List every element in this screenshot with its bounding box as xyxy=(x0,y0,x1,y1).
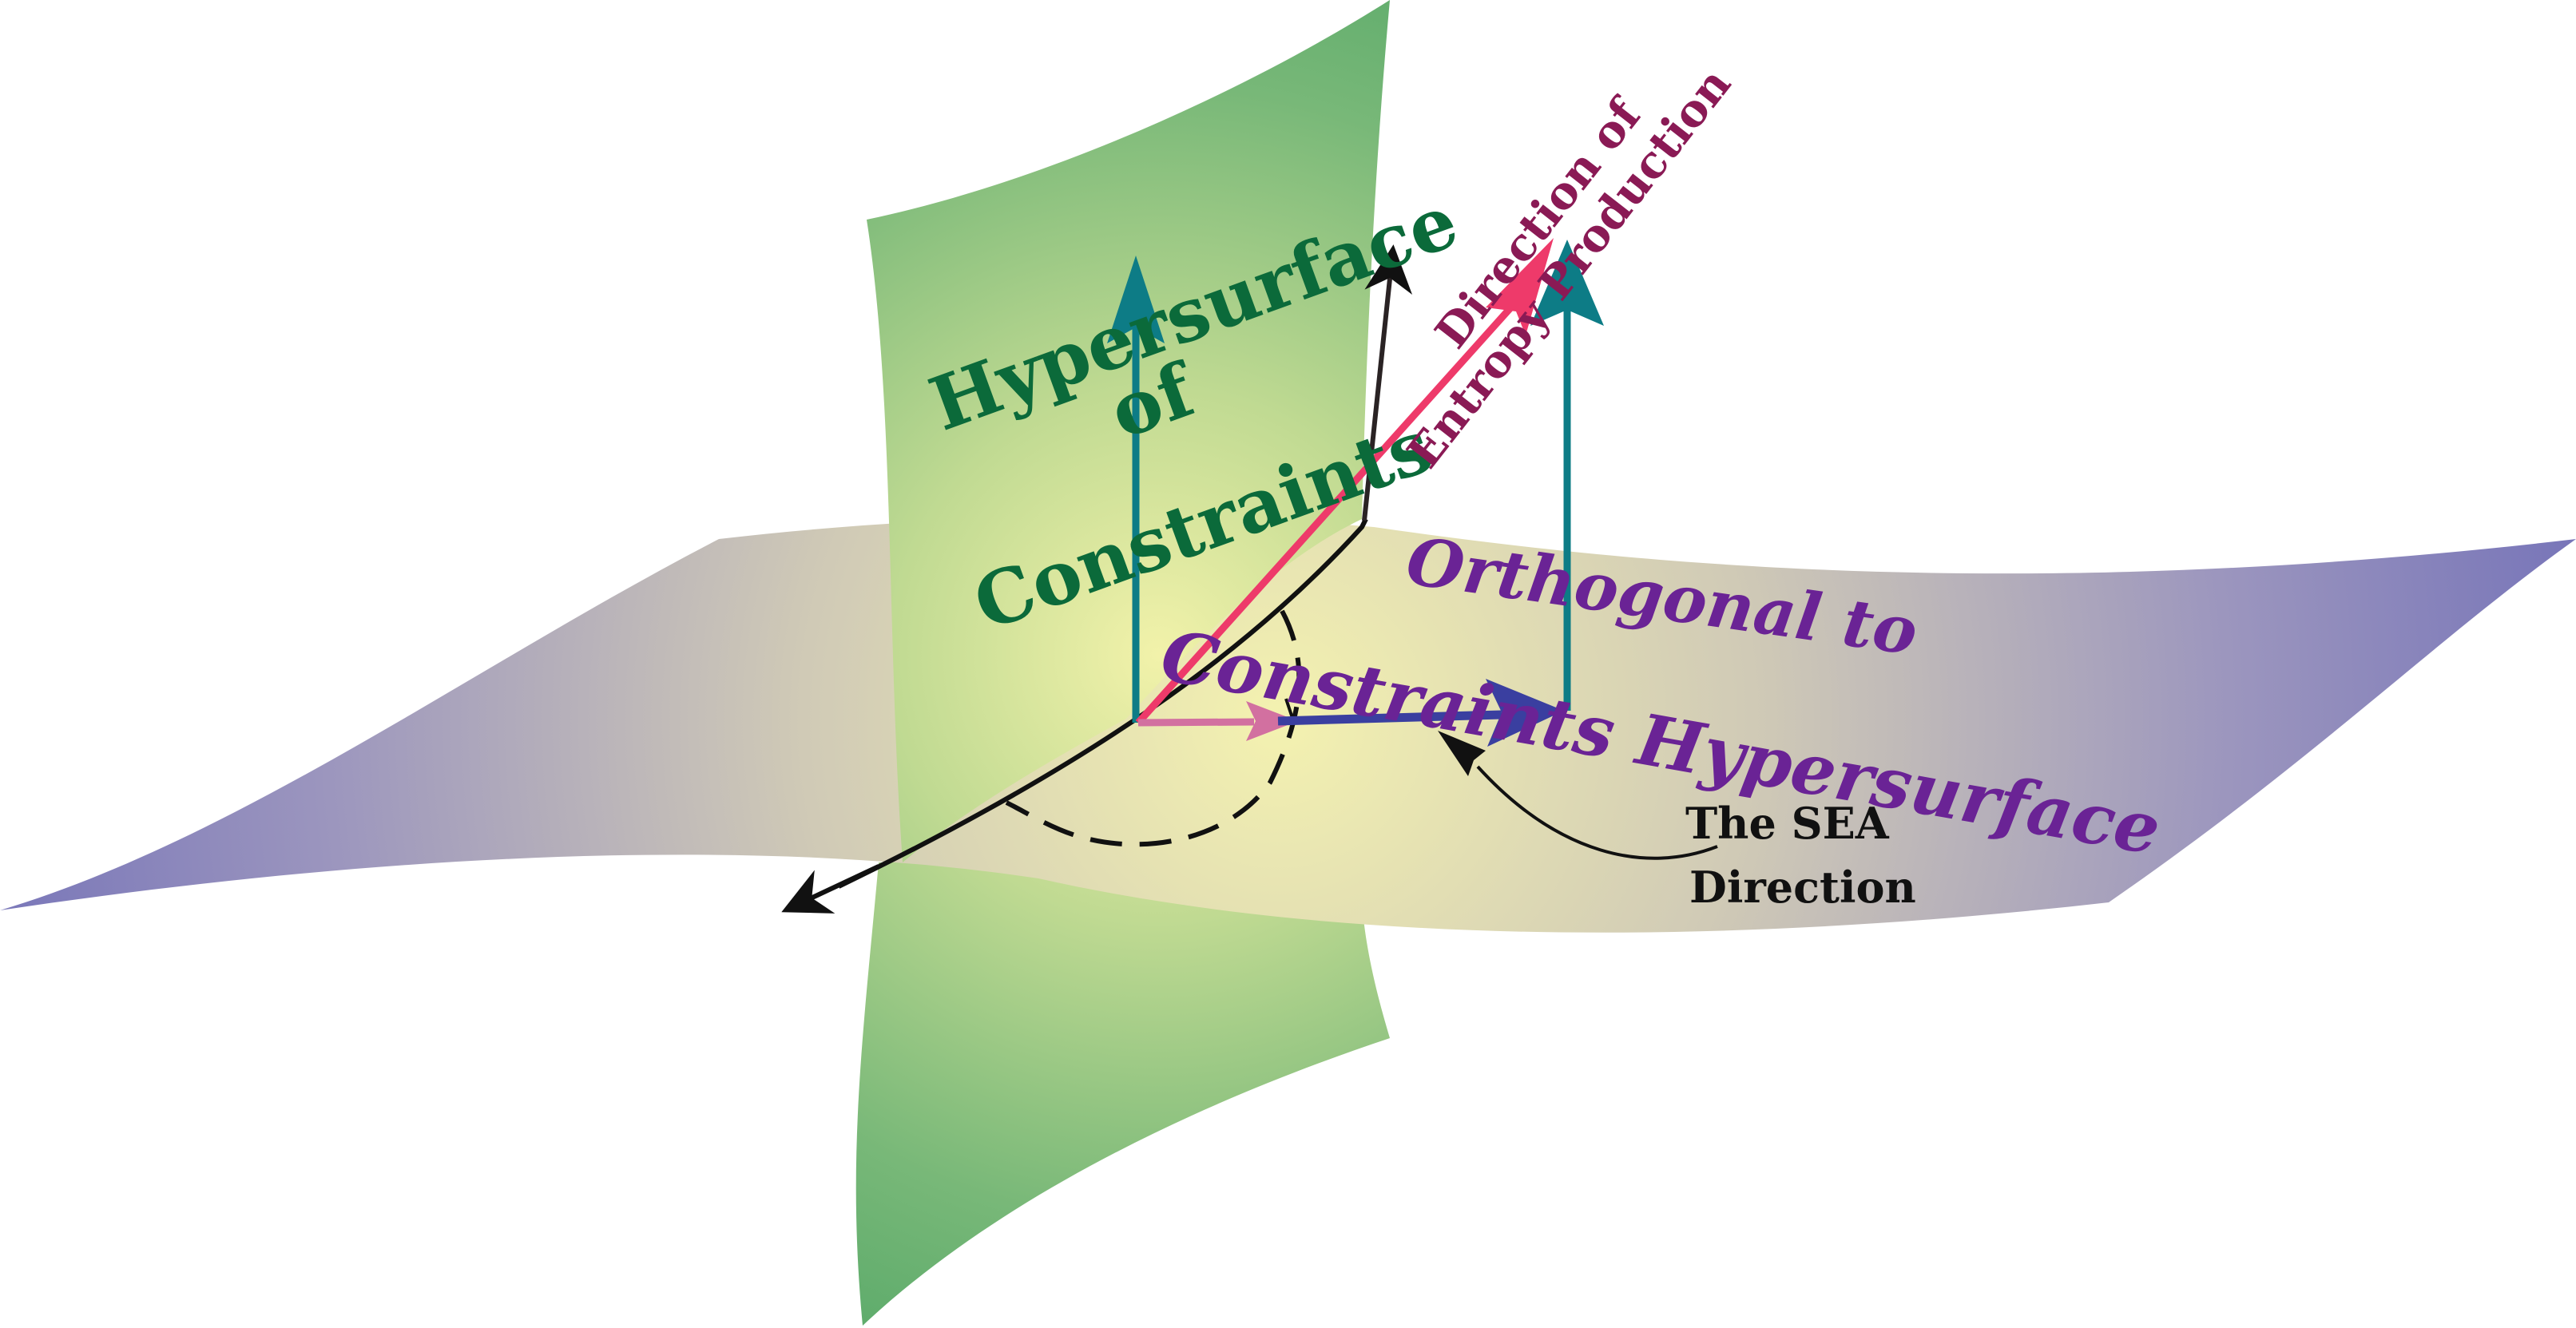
entropy-production-arrow xyxy=(1135,292,1525,726)
sea-label-pointer xyxy=(1476,765,1718,860)
constraints-surface-upper xyxy=(867,0,1390,862)
angle-arc xyxy=(1005,609,1302,847)
projection-arrowhead xyxy=(1246,701,1298,741)
teal-arrowhead-left xyxy=(1107,256,1165,343)
basis-arrow-up xyxy=(1362,244,1413,521)
sea-direction-arrowhead xyxy=(1486,679,1564,747)
entropy-production-arrowhead xyxy=(1486,238,1554,335)
constraints-surface-lower xyxy=(855,846,1390,1326)
basis-arrow-down-left xyxy=(781,864,880,914)
teal-arrowhead-right xyxy=(1530,240,1604,326)
sea-label: The SEA Direction xyxy=(1685,798,1916,913)
sea-label-line2: Direction xyxy=(1689,862,1916,913)
sea-label-pointer-head xyxy=(1438,731,1486,776)
sea-label-line1: The SEA xyxy=(1685,798,1890,849)
sea-direction-arrow xyxy=(1277,710,1502,726)
projection-arrow xyxy=(1137,718,1255,727)
